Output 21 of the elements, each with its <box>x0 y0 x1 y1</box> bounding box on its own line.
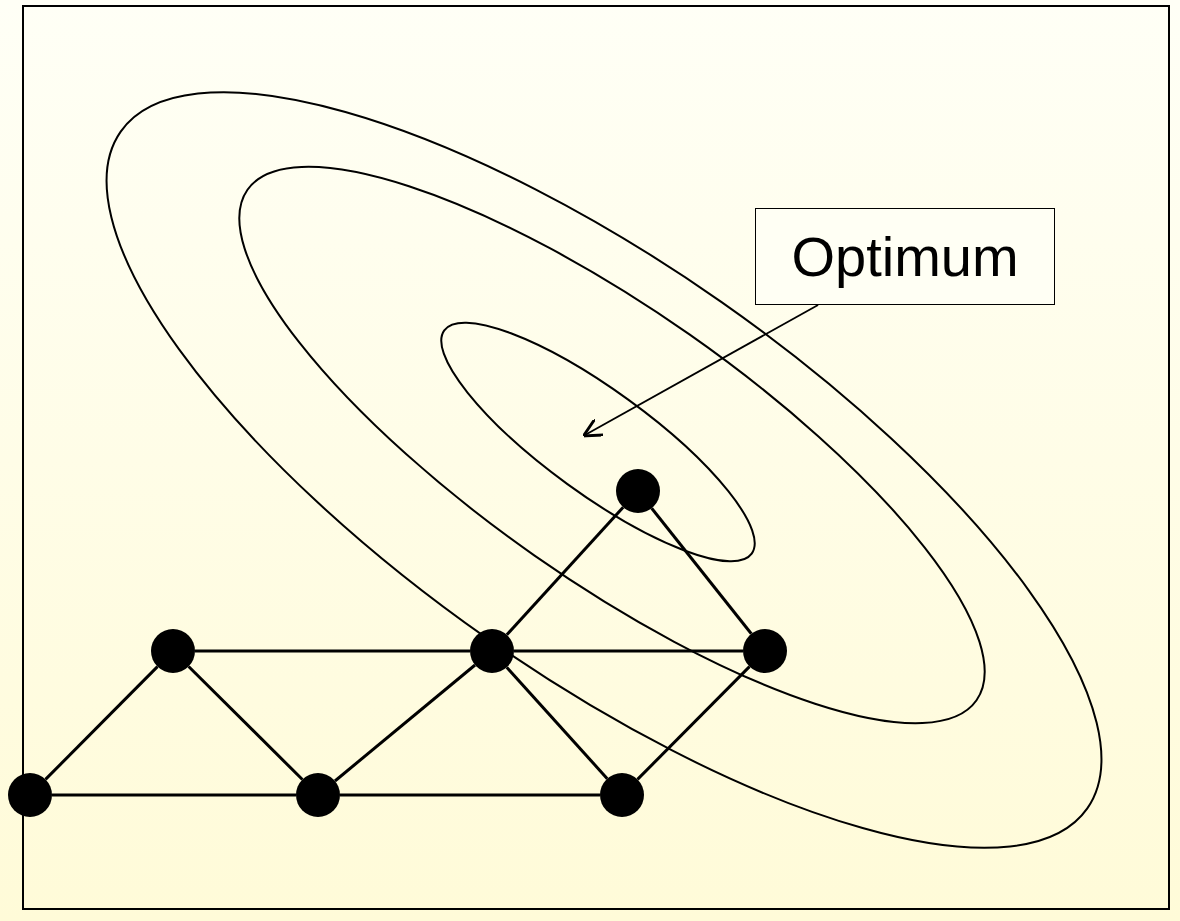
connecting-line <box>52 793 296 797</box>
leader-arrow <box>582 304 819 438</box>
connecting-line <box>505 506 625 636</box>
vertex-dot <box>8 773 52 817</box>
vertex-dot <box>616 469 660 513</box>
vertex-dot <box>743 629 787 673</box>
connecting-line <box>505 666 609 780</box>
vertex-dot <box>296 773 340 817</box>
connecting-line <box>514 649 743 653</box>
connecting-line <box>195 649 470 653</box>
connecting-line <box>44 665 159 781</box>
connecting-line <box>334 663 476 783</box>
label-text: Optimum <box>791 224 1019 289</box>
label-box <box>755 208 1055 305</box>
vertex-dot <box>600 773 644 817</box>
connecting-line <box>187 665 304 781</box>
vertex-dot <box>151 629 195 673</box>
connecting-line <box>340 793 600 797</box>
vertex-dot <box>470 629 514 673</box>
connecting-line <box>650 507 753 635</box>
connecting-line <box>636 665 751 781</box>
